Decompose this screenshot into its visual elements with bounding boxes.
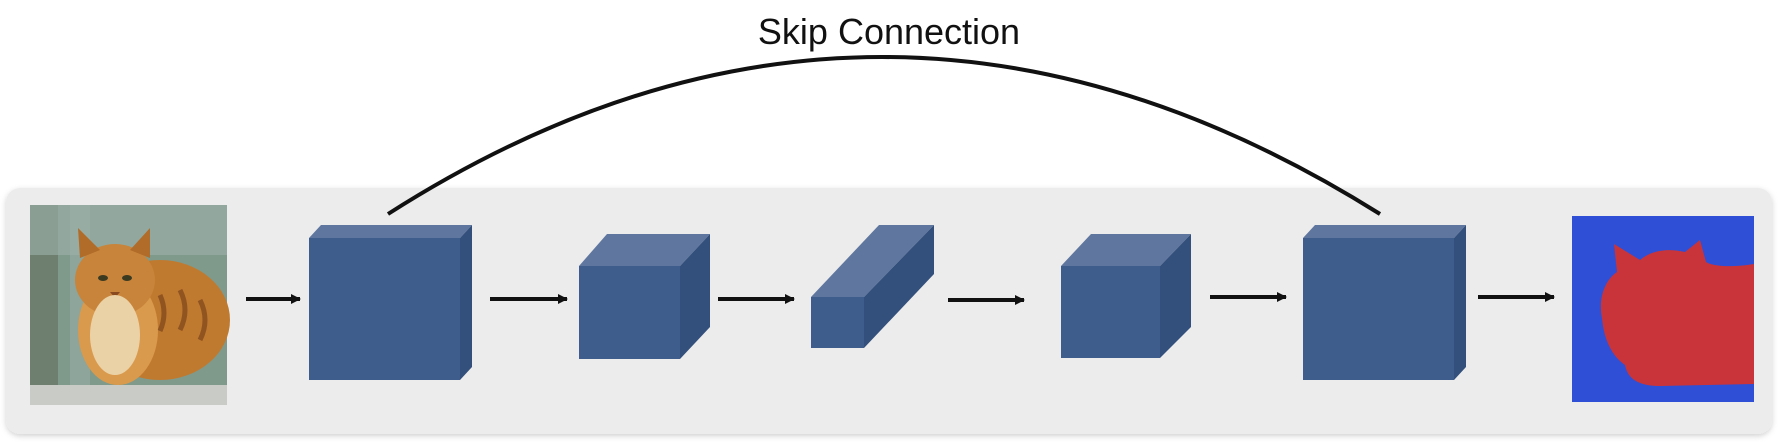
segmentation-mask-icon bbox=[1572, 216, 1754, 402]
skip-connection-label: Skip Connection bbox=[758, 11, 1020, 52]
skip-connection-arc bbox=[386, 55, 1382, 216]
encoder-block-2 bbox=[579, 234, 710, 359]
decoder-block-1 bbox=[1061, 234, 1191, 358]
encoder-block-1 bbox=[309, 225, 472, 380]
cat-photo-icon bbox=[30, 205, 230, 405]
decoder-block-2 bbox=[1303, 225, 1466, 380]
bottleneck-block bbox=[811, 225, 934, 348]
